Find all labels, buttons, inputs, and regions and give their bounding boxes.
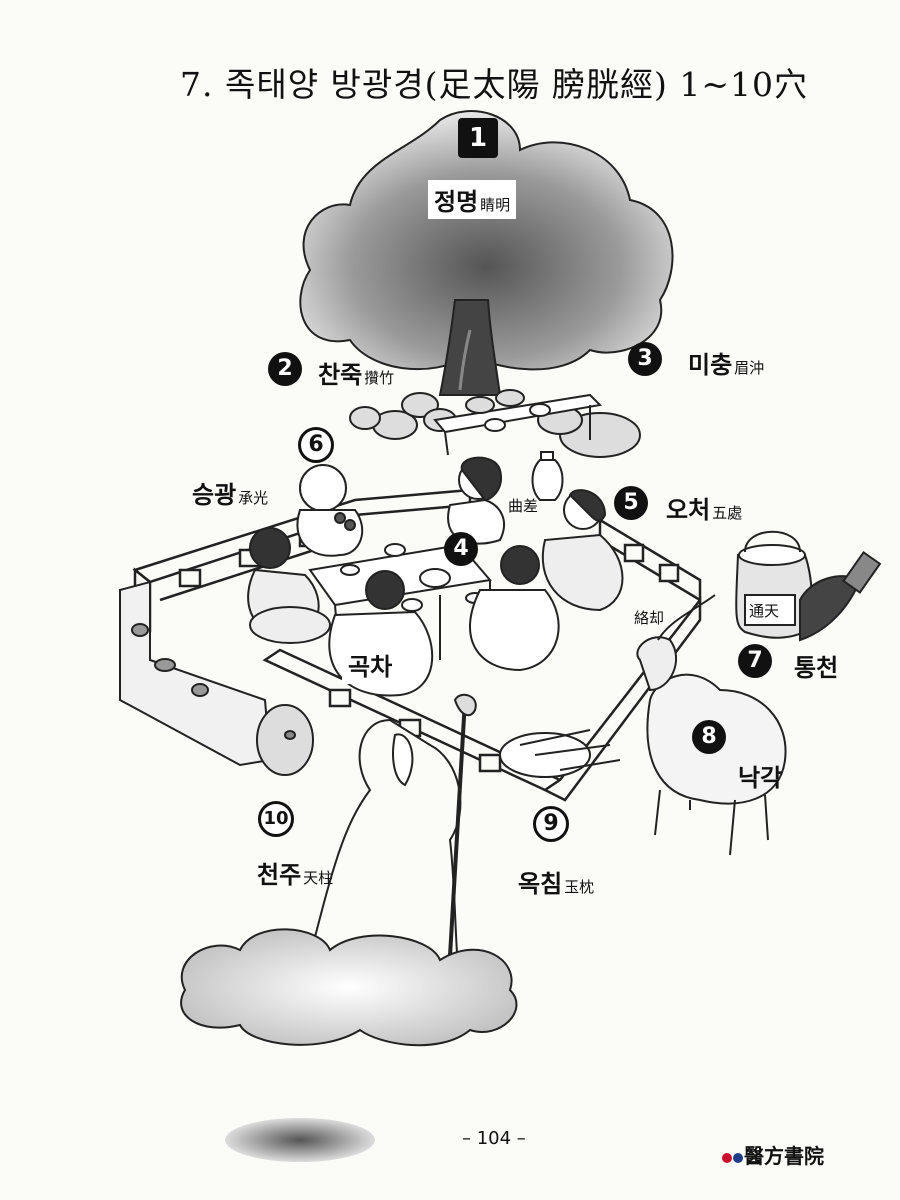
tree: [299, 110, 674, 396]
point-korean-4: 곡차: [342, 645, 399, 684]
point-number-5: 5: [614, 486, 648, 520]
point-number-1: 1: [458, 118, 498, 158]
point-hanja-10: 天柱: [303, 869, 334, 887]
vase: [531, 451, 564, 501]
brush: [799, 550, 882, 642]
publisher-name: 醫方書院: [744, 1144, 824, 1168]
point-hanja-4: 曲差: [508, 497, 539, 515]
logo-blue-dot-icon: [733, 1152, 743, 1163]
old-man: [298, 693, 477, 1002]
point-hanja-6: 承光: [238, 489, 269, 507]
point-number-2: 2: [268, 352, 302, 386]
point-korean-6: 승광: [192, 481, 237, 509]
point-hanja-3: 眉沖: [734, 359, 765, 377]
point-number-3: 3: [628, 342, 662, 376]
jar: [735, 530, 813, 639]
point-number-6: 6: [298, 427, 334, 463]
publisher-logo: 醫方書院: [722, 1140, 824, 1169]
page-number: – 104 –: [462, 1128, 526, 1149]
point-number-8: 8: [692, 720, 726, 754]
goat: [636, 594, 787, 856]
point-number-7: 7: [738, 644, 772, 678]
shadow: [225, 1118, 375, 1162]
plate: [499, 729, 621, 778]
point-korean-9: 옥침: [518, 870, 563, 898]
point-number-10: 10: [258, 801, 294, 837]
point-hanja-2: 攢竹: [364, 369, 395, 387]
point-korean-8: 낙각: [738, 764, 783, 792]
point-hanja-5: 五處: [712, 504, 743, 522]
point-korean-2: 찬죽: [318, 361, 363, 389]
stone-foundation: [119, 580, 314, 776]
rocks: [349, 392, 641, 458]
point-hanja-9: 玉枕: [564, 878, 595, 896]
point-korean-3: 미충: [688, 351, 733, 379]
tea-tray: [433, 389, 603, 456]
point-korean-10: 천주: [257, 861, 302, 889]
point-hanja-8: 絡却: [634, 609, 665, 627]
logo-red-dot-icon: [722, 1152, 732, 1163]
point-korean-1: 정명: [434, 188, 479, 216]
point-hanja-1: 睛明: [480, 196, 511, 214]
point-number-4: 4: [444, 532, 478, 566]
point-hanja-7: 通天: [749, 602, 780, 620]
point-korean-5: 오처: [666, 496, 711, 524]
point-korean-7: 통천: [794, 654, 839, 682]
page-title: 7. 족태양 방광경(足太陽 膀胱經) 1~10穴: [180, 65, 808, 104]
cloud: [180, 928, 518, 1047]
point-number-9: 9: [533, 806, 569, 842]
